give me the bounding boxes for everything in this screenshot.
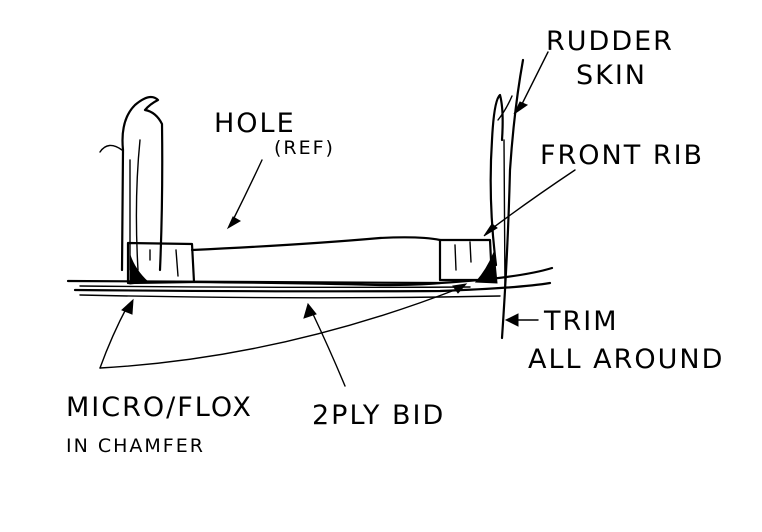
label-all-around: ALL AROUND [528,344,724,375]
left-wall [99,95,164,272]
label-skin: SKIN [576,60,647,91]
label-trim: TRIM [543,306,619,337]
label-rudder: RUDDER [546,26,674,57]
label-two-ply-bid: 2PLY BID [312,400,445,431]
label-in-chamfer: IN CHAMFER [66,435,205,457]
label-ref: (REF) [274,137,335,159]
micro-flox-fillets [129,251,498,285]
label-front-rib: FRONT RIB [540,140,704,171]
leader-lines [99,51,576,387]
bottom-plies [66,266,554,299]
label-micro-flox: MICRO/FLOX [66,392,253,423]
right-wall [489,58,525,340]
label-hole: HOLE [214,108,296,139]
hole-edges [190,236,442,287]
